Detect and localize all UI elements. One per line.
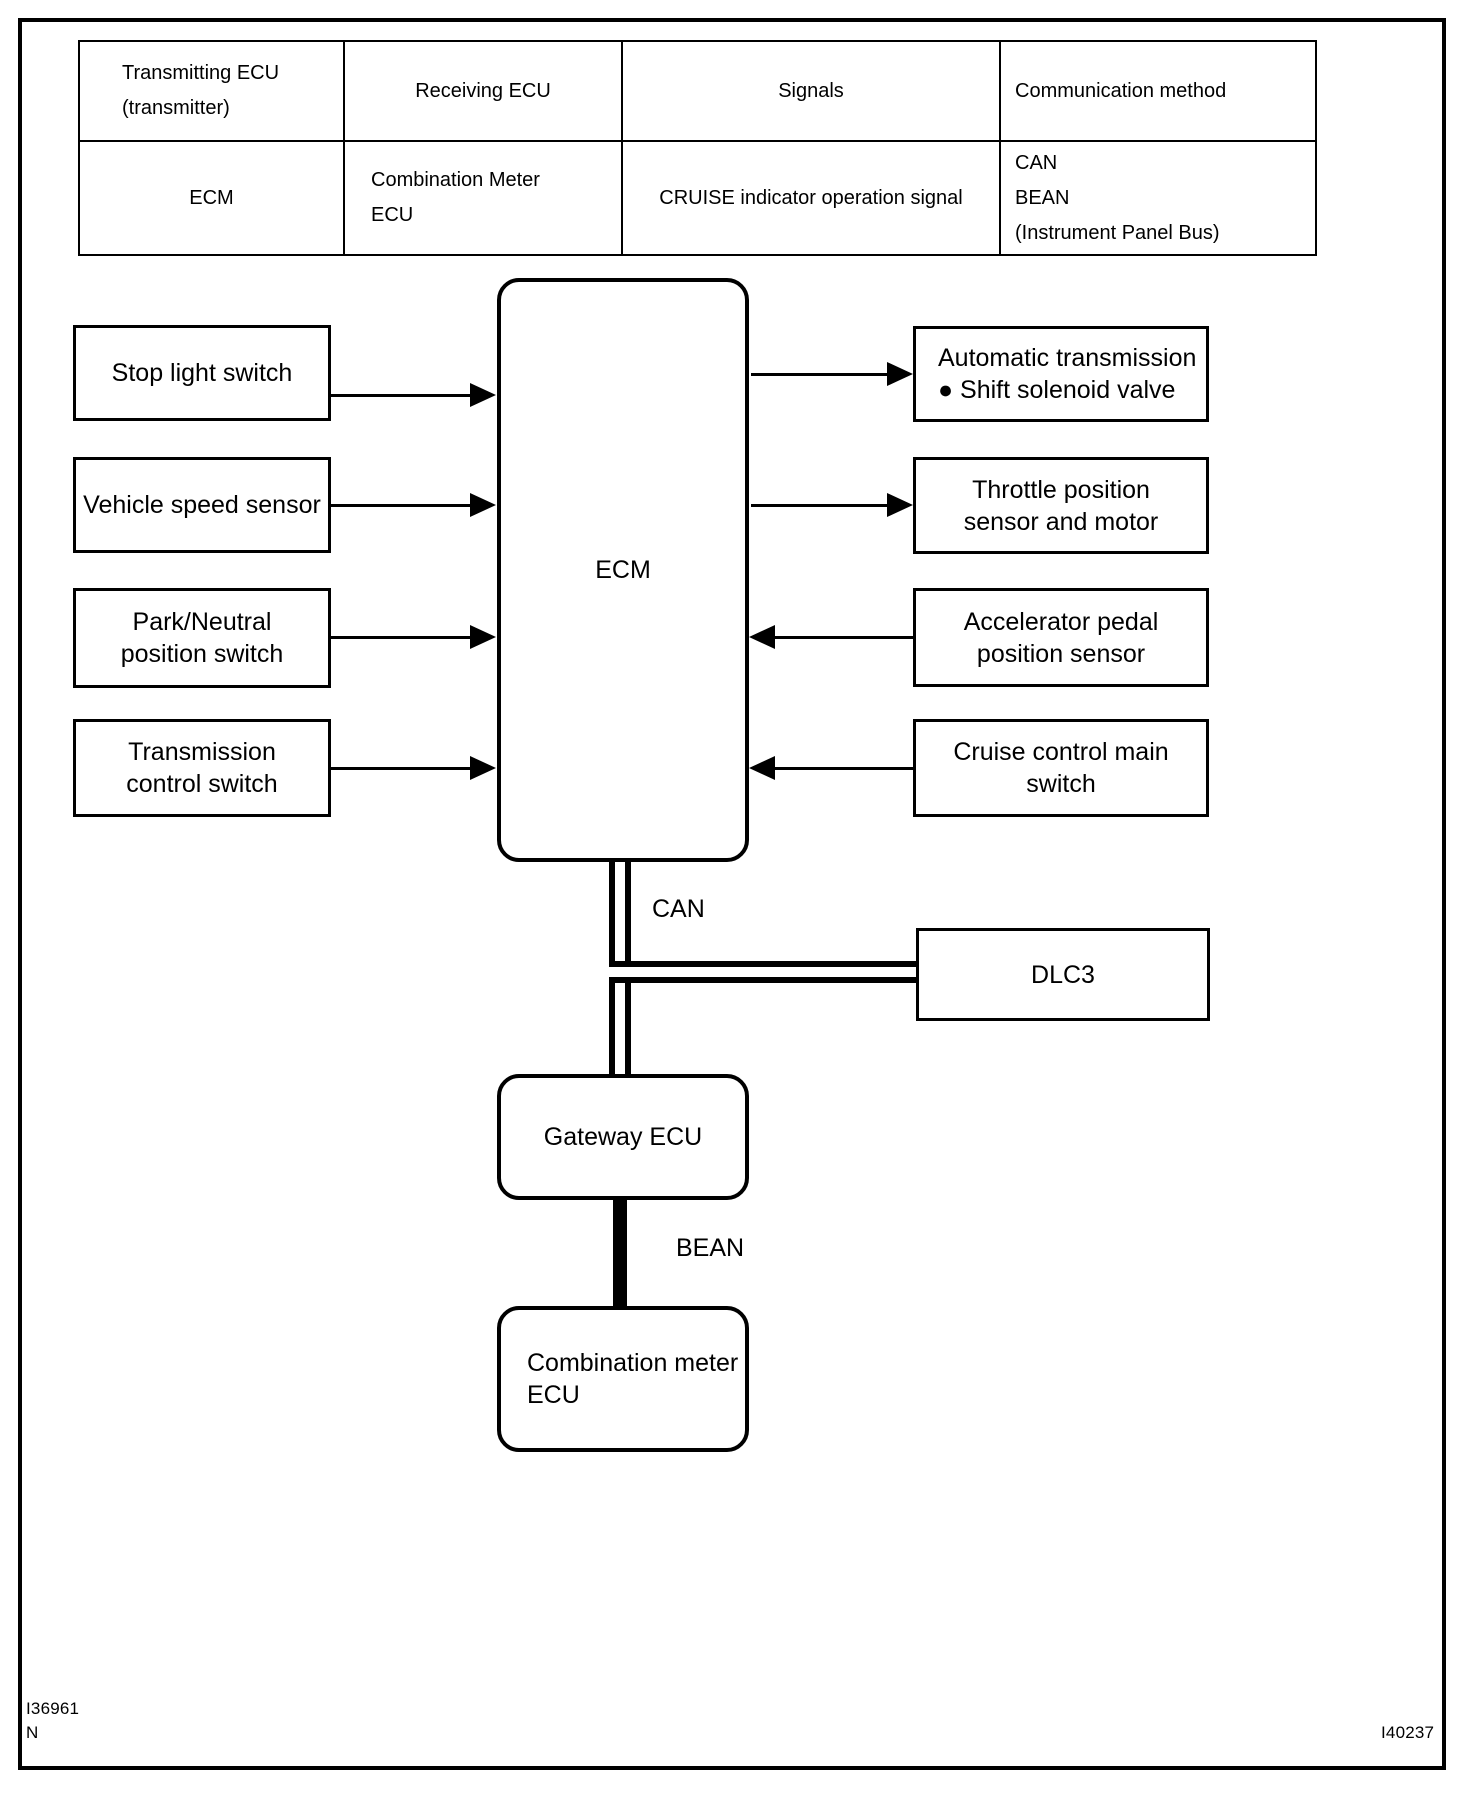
cell-communication-method: CAN BEAN (Instrument Panel Bus) [999, 140, 1317, 256]
node-automatic-transmission-label: Automatic transmission ● Shift solenoid … [938, 342, 1206, 406]
connector-accelerator-pedal-position-sensor [775, 636, 915, 639]
connector-cruise-control-main-switch [775, 767, 915, 770]
node-automatic-transmission-line2: ● Shift solenoid valve [938, 376, 1176, 404]
node-cruise-control-main-switch-label: Cruise control main switch [916, 736, 1206, 800]
page-border [18, 18, 1446, 1770]
node-throttle-position-sensor: Throttle position sensor and motor [913, 457, 1209, 554]
node-stop-light-switch: Stop light switch [73, 325, 331, 421]
node-accelerator-pedal-label: Accelerator pedal position sensor [916, 606, 1206, 670]
column-header-transmitting-ecu-line1: Transmitting ECU [122, 62, 280, 84]
signal-table: Transmitting ECU (transmitter) Receiving… [78, 40, 1317, 256]
signal-table-body: ECM Combination Meter ECU CRUISE indicat… [78, 140, 1317, 256]
node-transmission-control-line1: Transmission [128, 738, 276, 766]
node-accelerator-pedal-line1: Accelerator pedal [963, 607, 1159, 636]
node-automatic-transmission-line1: Automatic transmission [938, 344, 1197, 372]
node-cruise-control-line1: Cruise control main [953, 738, 1169, 766]
node-transmission-control-switch-label: Transmission control switch [76, 736, 328, 800]
node-vehicle-speed-sensor: Vehicle speed sensor [73, 457, 331, 553]
footer-code-left-bottom: N [26, 1723, 39, 1742]
connector-throttle-position-sensor [751, 504, 891, 507]
bus-bean-label: BEAN [676, 1234, 745, 1262]
bus-bean-vertical [613, 1196, 627, 1314]
arrowhead-accelerator-pedal-position-sensor [749, 625, 775, 649]
connector-stop-light-switch [331, 394, 475, 397]
arrowhead-throttle-position-sensor [887, 493, 913, 517]
cell-receiving-ecu-line2: ECU [371, 204, 414, 226]
cell-transmitting-ecu: ECM [78, 140, 345, 256]
node-combination-meter-ecu-label: Combination meter ECU [527, 1347, 738, 1412]
cell-receiving-ecu-line1: Combination Meter [371, 169, 540, 191]
node-vehicle-speed-sensor-label: Vehicle speed sensor [83, 491, 321, 519]
connector-transmission-control-switch [331, 767, 475, 770]
bus-can-horizontal-to-dlc3 [609, 961, 921, 983]
node-gateway-ecu-label: Gateway ECU [543, 1122, 703, 1151]
node-park-neutral-line2: position switch [120, 640, 284, 668]
table-row: ECM Combination Meter ECU CRUISE indicat… [78, 140, 1317, 256]
node-park-neutral-line1: Park/Neutral [132, 608, 272, 636]
node-ecm-label: ECM [595, 555, 651, 584]
arrowhead-park-neutral-position-switch [470, 625, 496, 649]
cell-signals: CRUISE indicator operation signal [621, 140, 1001, 256]
arrowhead-automatic-transmission [887, 362, 913, 386]
table-header-row: Transmitting ECU (transmitter) Receiving… [78, 40, 1317, 142]
node-transmission-control-line2: control switch [126, 770, 278, 798]
node-accelerator-pedal-position-sensor: Accelerator pedal position sensor [913, 588, 1209, 687]
column-header-receiving-ecu: Receiving ECU [343, 40, 623, 142]
bus-can-label: CAN [652, 895, 705, 923]
node-cruise-control-line2: switch [1026, 770, 1096, 798]
node-park-neutral-position-switch-label: Park/Neutral position switch [76, 606, 328, 670]
footer-code-left-top: I36961 [26, 1699, 80, 1718]
node-gateway-ecu: Gateway ECU [497, 1074, 749, 1200]
node-ecm: ECM [497, 278, 749, 862]
node-combination-meter-line2: ECU [527, 1381, 580, 1409]
footer-code-right: I40237 [1381, 1723, 1435, 1742]
node-dlc3-label: DLC3 [1031, 960, 1095, 989]
connector-park-neutral-position-switch [331, 636, 475, 639]
arrowhead-vehicle-speed-sensor [470, 493, 496, 517]
cell-receiving-ecu: Combination Meter ECU [343, 140, 623, 256]
node-throttle-position-sensor-label: Throttle position sensor and motor [916, 474, 1206, 538]
arrowhead-stop-light-switch [470, 383, 496, 407]
node-park-neutral-position-switch: Park/Neutral position switch [73, 588, 331, 688]
signal-table-header: Transmitting ECU (transmitter) Receiving… [78, 40, 1317, 142]
arrowhead-transmission-control-switch [470, 756, 496, 780]
node-dlc3: DLC3 [916, 928, 1210, 1021]
node-stop-light-switch-label: Stop light switch [111, 359, 293, 387]
column-header-transmitting-ecu-line2: (transmitter) [122, 97, 230, 119]
connector-automatic-transmission [751, 373, 891, 376]
node-accelerator-pedal-line2: position sensor [976, 639, 1146, 668]
node-cruise-control-main-switch: Cruise control main switch [913, 719, 1209, 817]
column-header-signals: Signals [621, 40, 1001, 142]
node-throttle-position-line1: Throttle position [972, 475, 1150, 504]
node-automatic-transmission: Automatic transmission ● Shift solenoid … [913, 326, 1209, 422]
node-transmission-control-switch: Transmission control switch [73, 719, 331, 817]
arrowhead-cruise-control-main-switch [749, 756, 775, 780]
node-combination-meter-ecu: Combination meter ECU [497, 1306, 749, 1452]
column-header-transmitting-ecu: Transmitting ECU (transmitter) [78, 40, 345, 142]
node-throttle-position-line2: sensor and motor [963, 507, 1159, 536]
cell-method-line3: (Instrument Panel Bus) [1015, 221, 1220, 244]
connector-vehicle-speed-sensor [331, 504, 475, 507]
cell-method-line2: BEAN [1015, 186, 1070, 209]
node-combination-meter-line1: Combination meter [527, 1348, 739, 1377]
column-header-communication-method: Communication method [999, 40, 1317, 142]
cell-method-line1: CAN [1015, 151, 1058, 174]
